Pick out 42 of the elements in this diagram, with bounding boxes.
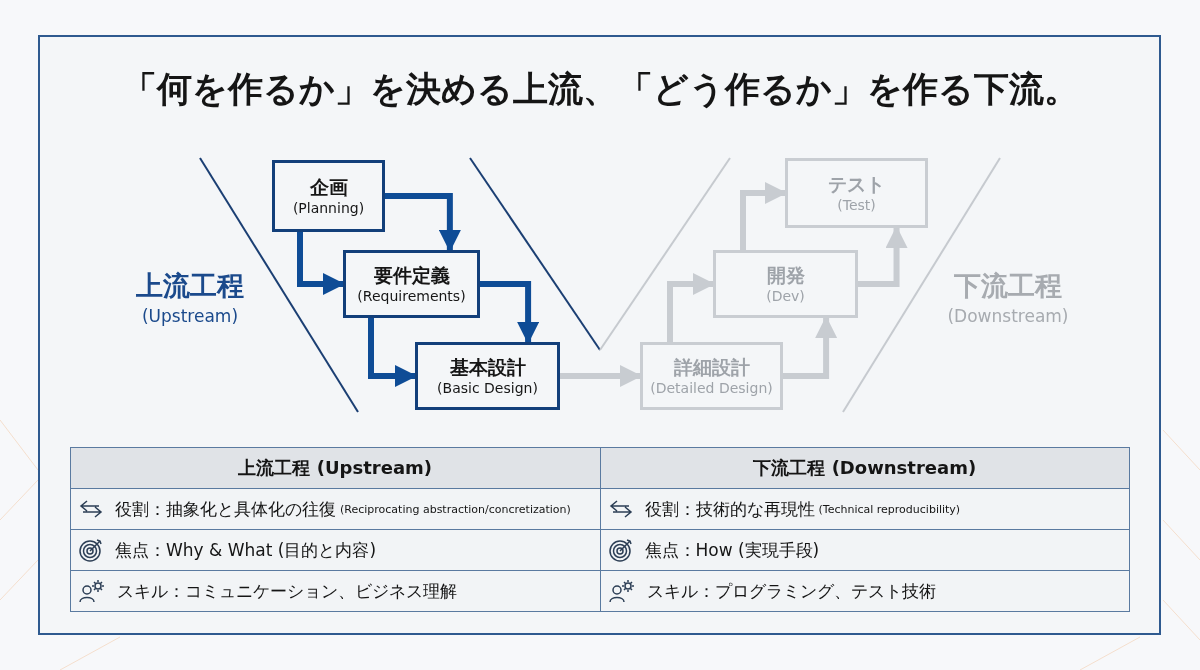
step-translation: (Dev) (766, 287, 805, 305)
arrow (368, 318, 417, 387)
step-translation: (Basic Design) (437, 379, 538, 397)
stage-heading: 下流工程 (953, 269, 1063, 303)
arrow (560, 365, 642, 387)
skill-text: スキル：プログラミング、テスト技術 (646, 579, 936, 603)
column-header: 下流工程 (Downstream) (600, 447, 1130, 489)
title: 「何を作るか」を決める上流、「どう作るか」を作る下流。 (120, 68, 1080, 111)
step-name: 開発 (766, 263, 805, 287)
skill-text: スキル：コミュニケーション、ビジネス理解 (117, 579, 457, 603)
arrow (297, 232, 345, 295)
process-box (272, 160, 385, 232)
arrow (667, 273, 715, 342)
step-name: 基本設計 (449, 355, 526, 379)
process-box (415, 342, 560, 410)
stage-translation: (Downstream) (946, 306, 1070, 326)
step-name: テスト (828, 172, 885, 196)
role-text: 役割：技術的な再現性 (644, 497, 815, 521)
focus-text: 焦点：Why & What (目的と内容) (115, 538, 377, 562)
process-box (713, 250, 858, 318)
role-text: 役割：抽象化と具体化の往復 (115, 497, 336, 521)
stage-translation: (Upstream) (140, 306, 240, 326)
arrow (740, 182, 787, 250)
process-box (343, 250, 480, 318)
arrow (783, 316, 838, 379)
step-translation: (Planning) (292, 199, 365, 217)
process-box (640, 342, 783, 410)
step-translation: (Detailed Design) (650, 379, 773, 397)
translation-text: (Technical reproducibility) (818, 502, 961, 516)
process-box (785, 158, 928, 228)
arrow (385, 193, 461, 252)
stage-heading: 上流工程 (135, 269, 245, 303)
step-translation: (Requirements) (357, 287, 466, 305)
step-name: 詳細設計 (673, 355, 750, 379)
step-name: 企画 (309, 175, 348, 199)
translation-text: (Reciprocating abstraction/concretization) (340, 502, 571, 516)
step-translation: (Test) (837, 196, 876, 214)
step-name: 要件定義 (373, 263, 450, 287)
column-header: 上流工程 (Upstream) (70, 447, 600, 489)
arrow (480, 281, 540, 344)
arrow (858, 226, 908, 287)
focus-text: 焦点：How (実現手段) (644, 538, 820, 562)
